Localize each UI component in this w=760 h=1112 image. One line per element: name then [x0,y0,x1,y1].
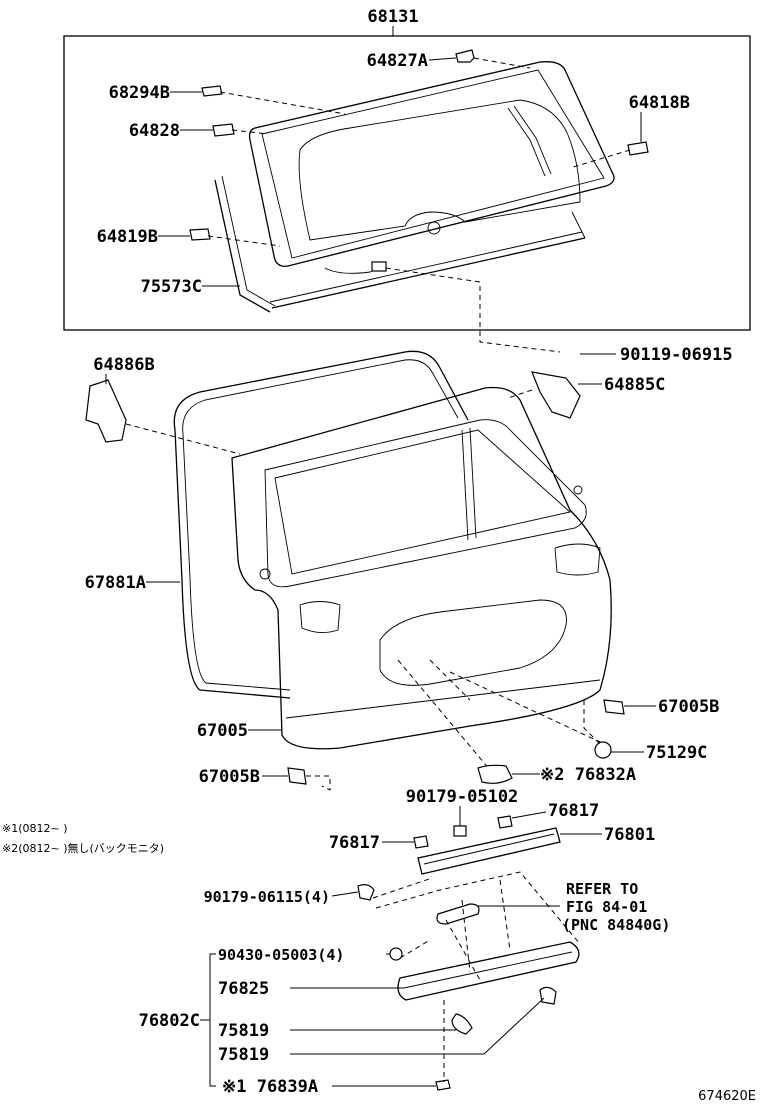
label-67005B-right: 67005B [658,697,719,717]
label-64819B: 64819B [97,227,158,247]
clip-76817-right [497,815,513,829]
label-68294B: 68294B [109,83,170,103]
label-64885C: 64885C [604,375,665,395]
label-68131: 68131 [367,7,418,27]
clip-75819-a [451,1013,473,1035]
garnish-76801 [417,827,561,875]
glass-inner-edge [261,69,605,259]
label-64827A: 64827A [367,51,428,71]
figure-code: 674620E [698,1089,756,1104]
clip-64828 [212,123,235,137]
spacer-68294B [201,85,223,97]
refer-line-3: (PNC 84840G) [562,916,670,934]
hinge-64886B [85,379,127,443]
label-75129C: 75129C [646,743,707,763]
label-76825: 76825 [218,979,269,999]
cushion-67005B-left [287,767,307,785]
label-76802C: 76802C [139,1011,200,1031]
defogger-wire [324,265,386,274]
license-plate-recess [379,599,567,686]
glass-visible-area [298,99,581,241]
defogger-terminal [371,261,387,272]
label-76832A: ※2 76832A [540,765,636,785]
lamp-opening-left [299,601,341,633]
refer-line-2: FIG 84-01 [566,898,647,916]
clip-75819-b [539,986,557,1005]
clip-64827A [455,49,475,63]
back-door-panel [231,386,612,750]
label-67005: 67005 [197,721,248,741]
nut-90179-05102 [453,825,467,837]
cover-76832A [477,764,513,784]
hinge-64885C [531,371,581,419]
lamp-84840G [436,903,480,925]
label-75819-b: 75819 [218,1045,269,1065]
label-64818B: 64818B [629,93,690,113]
label-64886B: 64886B [93,355,154,375]
refer-line-1: REFER TO [566,880,638,898]
clip-64818B [627,141,649,156]
glass-molding-bottom [271,237,586,309]
label-75819-a: 75819 [218,1021,269,1041]
label-75573C: 75573C [141,277,202,297]
label-76817-right: 76817 [548,801,599,821]
label-76839A: ※1 76839A [222,1077,318,1097]
cushion-67005B-right [603,699,625,715]
lamp-opening-right [554,543,601,576]
nut-90179-06115 [357,884,375,901]
wiper-hole [427,221,441,235]
label-76801: 76801 [604,825,655,845]
clip-64819B [189,228,211,241]
glass-group-frame [63,35,751,331]
clip-76839A [435,1079,451,1091]
label-64828: 64828 [129,121,180,141]
glass-molding-side [214,179,271,313]
door-window-opening [264,419,587,588]
weatherstrip-top [173,350,469,431]
label-67005B-left: 67005B [199,767,260,787]
plug-75129C [594,741,612,759]
footnote-1: ※1(0812~ ) [2,822,68,835]
label-76817-left: 76817 [329,833,380,853]
footnote-2: ※2(0812~ )無し(バックモニタ) [2,841,164,855]
clip-76817-left [413,835,429,849]
label-90179-06115: 90179-06115(4) [204,888,330,906]
label-67881A: 67881A [85,573,146,593]
back-door-glass [248,61,615,267]
label-90119-06915: 90119-06915 [620,345,733,365]
label-90430-05003: 90430-05003(4) [218,946,344,964]
label-90179-05102: 90179-05102 [406,787,519,807]
weatherstrip-left [174,429,291,699]
